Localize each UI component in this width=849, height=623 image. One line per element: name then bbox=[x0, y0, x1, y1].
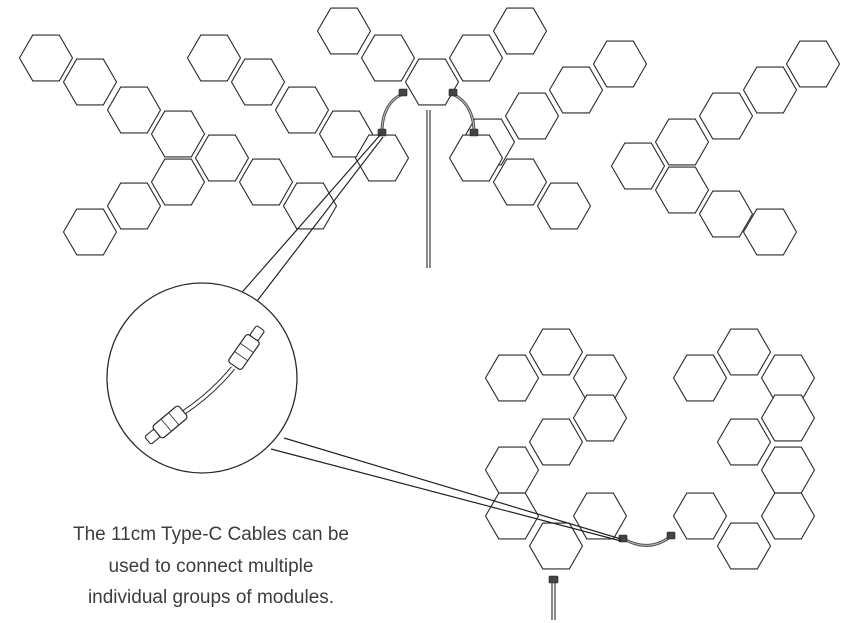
type-c-cable-closeup bbox=[144, 325, 265, 445]
hexagon-module bbox=[528, 328, 584, 376]
hexagon-module bbox=[742, 208, 798, 256]
hexagon-module bbox=[18, 34, 74, 82]
hexagon-module bbox=[492, 7, 548, 55]
hexagon-module bbox=[484, 446, 540, 494]
hexagon-module bbox=[150, 110, 206, 158]
hexagon-module bbox=[760, 446, 816, 494]
hexagon-module bbox=[610, 142, 666, 190]
hexagon-module bbox=[760, 354, 816, 402]
hexagon-module bbox=[360, 34, 416, 82]
hexagon-module bbox=[238, 158, 294, 206]
hexagon-module bbox=[785, 40, 841, 88]
top-hub-power-cable bbox=[426, 110, 431, 268]
hexagon-module bbox=[62, 58, 118, 106]
top-left-link-cable bbox=[377, 88, 408, 137]
hexagon-module bbox=[672, 354, 728, 402]
hexagon-module bbox=[572, 354, 628, 402]
hexagon-module bbox=[760, 492, 816, 540]
hexagon-module bbox=[548, 66, 604, 114]
bottom-power-cable bbox=[548, 575, 559, 620]
hexagon-module bbox=[484, 492, 540, 540]
hexagon-module bbox=[106, 86, 162, 134]
hexagon-module bbox=[492, 158, 548, 206]
hexagon-module bbox=[62, 208, 118, 256]
hexagon-module bbox=[186, 34, 242, 82]
hexagon-module bbox=[448, 134, 504, 182]
hexagon-module bbox=[528, 418, 584, 466]
hexagon-module bbox=[592, 40, 648, 88]
hexagon-module bbox=[654, 166, 710, 214]
caption-text: The 11cm Type-C Cables can be used to co… bbox=[73, 524, 349, 608]
hexagon-module bbox=[230, 58, 286, 106]
hexagon-module bbox=[698, 190, 754, 238]
hexagon-module bbox=[742, 66, 798, 114]
hexagon-module bbox=[106, 182, 162, 230]
hexagon-module bbox=[716, 328, 772, 376]
hexagon-module bbox=[672, 492, 728, 540]
hexagon-module bbox=[536, 182, 592, 230]
hexagon-module bbox=[150, 158, 206, 206]
hexagon-module bbox=[716, 418, 772, 466]
hexagon-module bbox=[504, 92, 560, 140]
hexagon-module bbox=[448, 34, 504, 82]
hexagon-module bbox=[354, 134, 410, 182]
hexagon-module bbox=[654, 118, 710, 166]
hexagon-module bbox=[404, 58, 460, 106]
cable-closeup-magnifier bbox=[106, 282, 298, 474]
top-right-link-cable bbox=[448, 88, 479, 137]
hexagon-module bbox=[316, 7, 372, 55]
hexagon-module bbox=[528, 522, 584, 570]
hexagon-module bbox=[274, 86, 330, 134]
hexagon-module bbox=[760, 394, 816, 442]
bottom-link-cable bbox=[618, 531, 676, 547]
hexagon-modules bbox=[18, 7, 841, 570]
hexagon-module bbox=[698, 92, 754, 140]
hexagon-module bbox=[572, 492, 628, 540]
callout-lines bbox=[236, 133, 622, 542]
hexagon-module bbox=[282, 182, 338, 230]
hexagon-module bbox=[484, 354, 540, 402]
hexagon-module bbox=[716, 522, 772, 570]
hexagon-module bbox=[194, 134, 250, 182]
hexagon-module bbox=[572, 394, 628, 442]
